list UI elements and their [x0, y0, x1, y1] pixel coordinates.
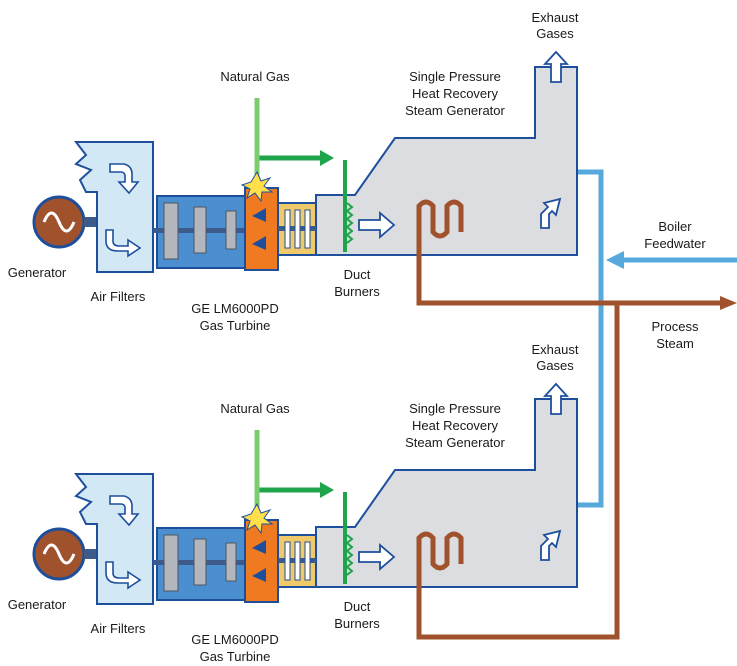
duct-burners-label: Burners [334, 616, 380, 631]
hrsg-label: Heat Recovery [412, 418, 498, 433]
duct-burners-label: Duct [344, 599, 371, 614]
turbine-label: Gas Turbine [200, 649, 271, 664]
steam-lines [416, 230, 737, 640]
exhaust-label: Gases [536, 26, 574, 41]
hrsg-label: Single Pressure [409, 401, 501, 416]
hrsg-label: Single Pressure [409, 69, 501, 84]
hrsg-coil-1 [416, 199, 464, 239]
boiler-feedwater-label: Boiler [658, 219, 692, 234]
duct-burners-label: Duct [344, 267, 371, 282]
duct-burners-label: Burners [334, 284, 380, 299]
exhaust-label: Exhaust [532, 10, 579, 25]
air-filters-label: Air Filters [91, 289, 146, 304]
hrsg-coil-2 [416, 531, 464, 571]
process-steam-label: Steam [656, 336, 694, 351]
natural-gas-label: Natural Gas [220, 69, 290, 84]
boiler-feedwater-label: Feedwater [644, 236, 706, 251]
air-filters-label: Air Filters [91, 621, 146, 636]
process-steam-label: Process [652, 319, 699, 334]
unit-2 [34, 384, 577, 604]
natural-gas-label: Natural Gas [220, 401, 290, 416]
hrsg-label: Heat Recovery [412, 86, 498, 101]
generator-label: Generator [8, 597, 67, 612]
turbine-label: Gas Turbine [200, 318, 271, 333]
exhaust-label: Exhaust [532, 342, 579, 357]
hrsg-label: Steam Generator [405, 103, 505, 118]
generator-label: Generator [8, 265, 67, 280]
unit-1 [34, 52, 577, 272]
turbine-label: GE LM6000PD [191, 301, 278, 316]
exhaust-label: Gases [536, 358, 574, 373]
hrsg-label: Steam Generator [405, 435, 505, 450]
turbine-label: GE LM6000PD [191, 632, 278, 647]
